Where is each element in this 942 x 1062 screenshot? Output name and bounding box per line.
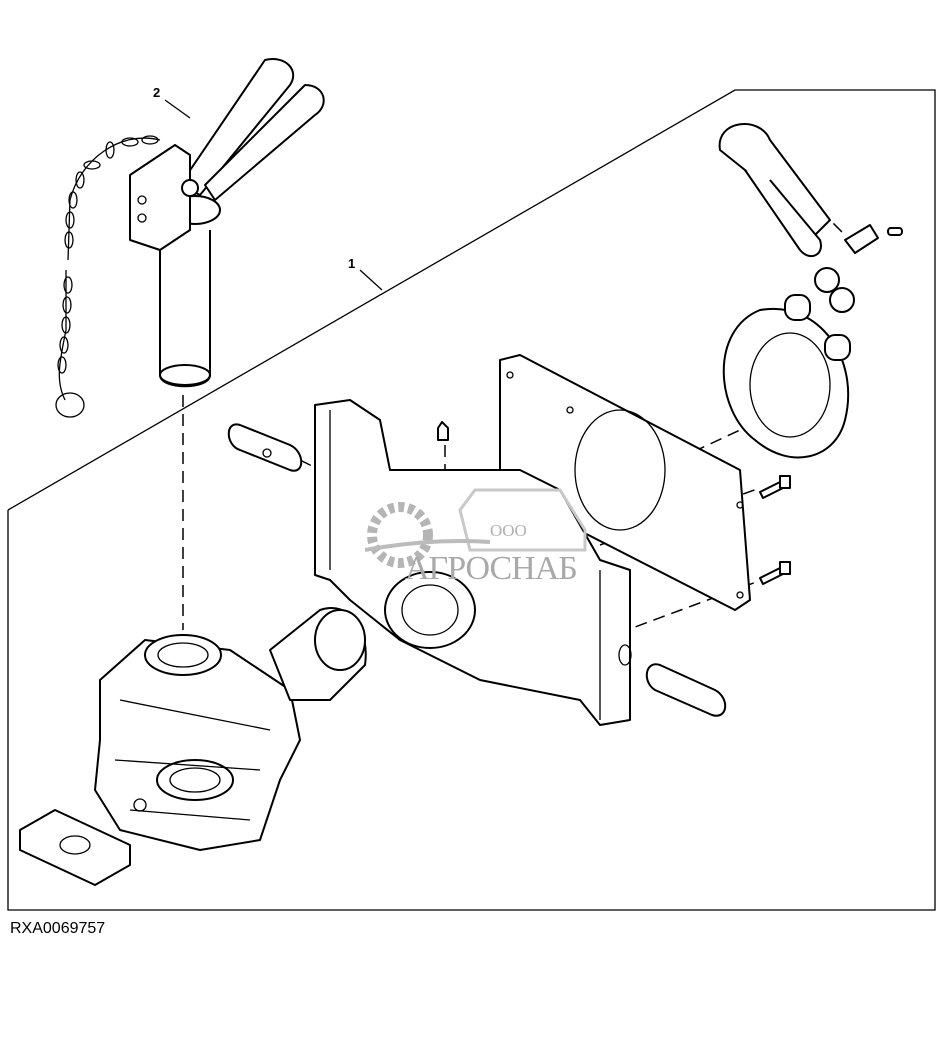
bolts <box>759 475 791 585</box>
hitch-jaw <box>94 607 367 851</box>
kit-boundary <box>7 89 936 911</box>
u-clip <box>718 123 903 258</box>
grease-fitting <box>437 421 449 441</box>
locking-pin <box>129 58 325 388</box>
side-pin-left <box>227 423 303 472</box>
reference-code: RXA0069757 <box>10 920 106 937</box>
chain <box>55 135 161 418</box>
leader-line-2 <box>164 99 191 119</box>
leader-line-1 <box>359 269 383 291</box>
watermark-logo: ООО АГРОСНАБ <box>360 470 600 600</box>
side-pin-right <box>645 663 727 717</box>
retaining-ring <box>722 307 850 459</box>
callout-1: 1 <box>348 256 356 271</box>
watermark-name: АГРОСНАБ <box>405 550 578 587</box>
callout-2: 2 <box>153 85 161 100</box>
springs <box>784 267 855 361</box>
watermark-prefix: ООО <box>490 521 527 540</box>
coupling-housing <box>314 399 632 726</box>
watermark-gear-icon <box>364 488 587 568</box>
wear-insert <box>19 809 131 886</box>
